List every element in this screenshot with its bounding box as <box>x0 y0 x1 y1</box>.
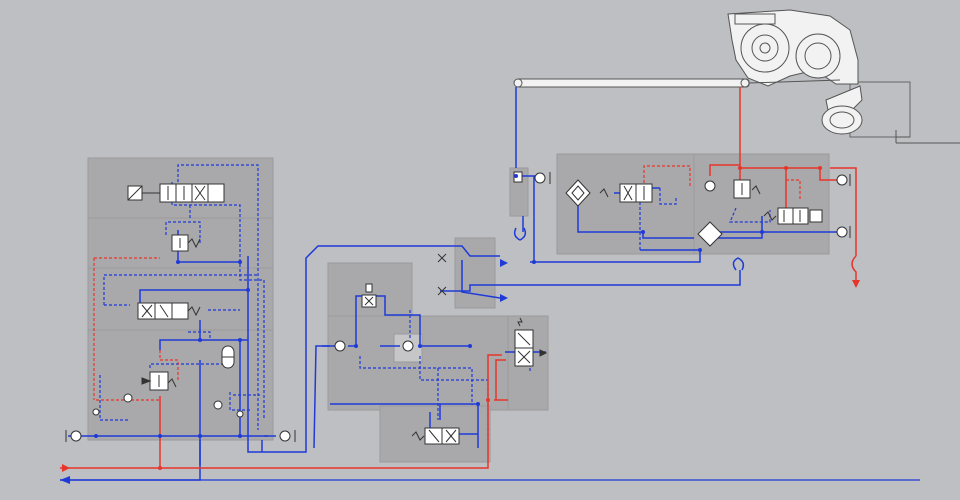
junction-block <box>454 237 496 309</box>
filter-icon <box>565 179 591 207</box>
valve-4-2-icon <box>137 302 201 320</box>
plug-icon <box>65 430 82 442</box>
plug-icon <box>836 174 851 186</box>
hose-loop-icon <box>513 227 527 241</box>
wheel-loader-boom-icon <box>513 9 960 144</box>
check-valve-icon <box>334 340 346 352</box>
check-valve-icon <box>704 180 716 192</box>
solenoid-icon <box>514 317 548 367</box>
valve-4-2-icon <box>411 427 460 445</box>
junction-arrow-icon <box>500 294 508 302</box>
junction-arrow-icon <box>500 259 508 267</box>
check-valve-icon <box>513 171 551 184</box>
valve-4-3-icon <box>127 183 225 203</box>
pressure-junction-dots <box>158 166 822 470</box>
inflow-arrow-icon <box>62 464 70 472</box>
throttle-icon <box>361 283 377 308</box>
plug-icon <box>279 430 296 442</box>
throttle-icon <box>437 286 447 296</box>
return-lines <box>60 87 920 481</box>
plug-icon <box>836 226 851 238</box>
pressure-lines <box>60 87 857 469</box>
filter-icon <box>697 221 723 247</box>
valve-4-2-icon <box>599 183 653 203</box>
pilot-lines <box>99 164 771 440</box>
valve-4-2-icon <box>763 207 823 225</box>
relief-valve-icon <box>141 371 177 391</box>
outflow-arrow-icon <box>60 476 70 484</box>
throttle-icon <box>437 253 447 263</box>
check-valve-icon <box>92 408 100 416</box>
relief-valve-icon <box>171 234 201 252</box>
pressure-out-arrow-icon <box>852 280 860 288</box>
accumulator-icon <box>221 345 235 369</box>
center-manifold-block <box>327 315 509 411</box>
hose-loop-icon <box>732 257 745 271</box>
junction-dots <box>94 174 764 438</box>
relief-valve-icon <box>733 179 761 199</box>
gauge-icon <box>213 400 223 410</box>
gauge-icon <box>123 393 133 403</box>
components <box>65 171 851 445</box>
check-valve-icon <box>402 340 414 352</box>
check-valve-icon <box>236 410 244 418</box>
flow-arrows <box>60 259 860 484</box>
